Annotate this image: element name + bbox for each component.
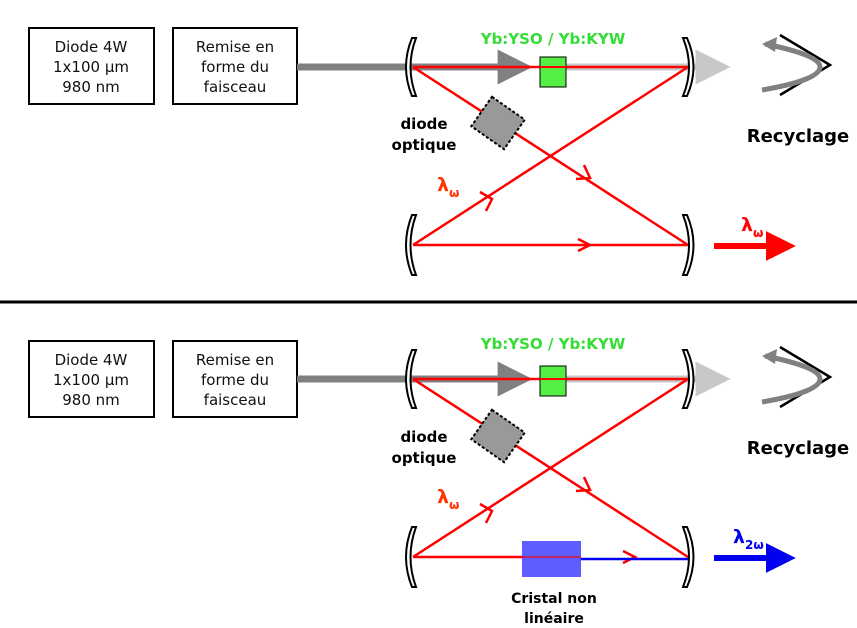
ray-direction-arrow — [575, 164, 592, 181]
ray-direction-arrow — [577, 237, 593, 253]
mirror-bottom-left — [405, 526, 418, 588]
pump-diode-line: Diode 4W — [55, 38, 128, 56]
recycling-label: Recyclage — [747, 438, 850, 459]
isolator-label: optique — [392, 449, 457, 467]
optical-isolator — [469, 95, 527, 151]
gain-crystal — [539, 56, 567, 88]
pump-diode-line: 980 nm — [62, 391, 120, 409]
gain-crystal-label: Yb:YSO / Yb:KYW — [480, 335, 626, 353]
laser-cavity-rays — [412, 65, 689, 253]
isolator-label: diode — [400, 115, 447, 133]
isolator-label: optique — [392, 136, 457, 154]
panel-bottom: Diode 4W 1x100 µm 980 nm Remise en forme… — [28, 335, 850, 627]
mirror-top-left — [405, 349, 418, 409]
beam-shaping-line: faisceau — [204, 391, 267, 409]
cavity-mirrors — [405, 349, 695, 588]
recycle-arrowhead — [762, 349, 777, 364]
recycle-arrowhead — [762, 37, 777, 52]
mirror-top-right — [681, 349, 695, 409]
ray-direction-arrow — [479, 502, 494, 524]
ray-direction-arrow — [622, 549, 638, 565]
cavity-mirrors — [405, 37, 695, 276]
intracavity-wavelength-label: λω — [437, 486, 459, 512]
output-wavelength-label: λω — [741, 214, 763, 240]
mirror-top-right — [681, 37, 695, 97]
optical-isolator — [469, 408, 527, 464]
beam-shaping-box: Remise en forme du faisceau — [172, 27, 298, 105]
beam-shaping-line: faisceau — [204, 78, 267, 96]
isolator-label: diode — [400, 428, 447, 446]
mirror-top-left — [405, 37, 418, 97]
mirror-bottom-right — [681, 526, 695, 588]
beam-shaping-line: Remise en — [196, 38, 274, 56]
beam-shaping-box: Remise en forme du faisceau — [172, 340, 298, 418]
nonlinear-crystal-label: linéaire — [524, 611, 584, 627]
laser-cavity-rays — [412, 377, 689, 565]
ray-direction-arrow — [479, 190, 494, 212]
gain-crystal — [539, 365, 567, 397]
beam-shaping-line: forme du — [201, 371, 269, 389]
pump-diode-line: 1x100 µm — [53, 58, 129, 76]
recycling-prism — [761, 345, 833, 409]
nonlinear-crystal — [522, 541, 581, 577]
intracavity-wavelength-label: λω — [437, 174, 459, 200]
nonlinear-crystal-label: Cristal non — [511, 591, 597, 607]
output-wavelength-label: λ2ω — [733, 526, 764, 552]
beam-shaping-line: Remise en — [196, 351, 274, 369]
recycling-prism — [761, 33, 833, 97]
mirror-bottom-left — [405, 214, 418, 276]
pump-diode-line: Diode 4W — [55, 351, 128, 369]
ray-direction-arrow — [575, 476, 592, 493]
recycling-label: Recyclage — [747, 126, 850, 147]
pump-diode-line: 1x100 µm — [53, 371, 129, 389]
pump-diode-box: Diode 4W 1x100 µm 980 nm — [28, 340, 155, 418]
pump-diode-box: Diode 4W 1x100 µm 980 nm — [28, 27, 155, 105]
panel-top: Diode 4W 1x100 µm 980 nm Remise en forme… — [28, 27, 850, 276]
gain-crystal-label: Yb:YSO / Yb:KYW — [480, 30, 626, 48]
mirror-bottom-right — [681, 214, 695, 276]
beam-shaping-line: forme du — [201, 58, 269, 76]
pump-diode-line: 980 nm — [62, 78, 120, 96]
